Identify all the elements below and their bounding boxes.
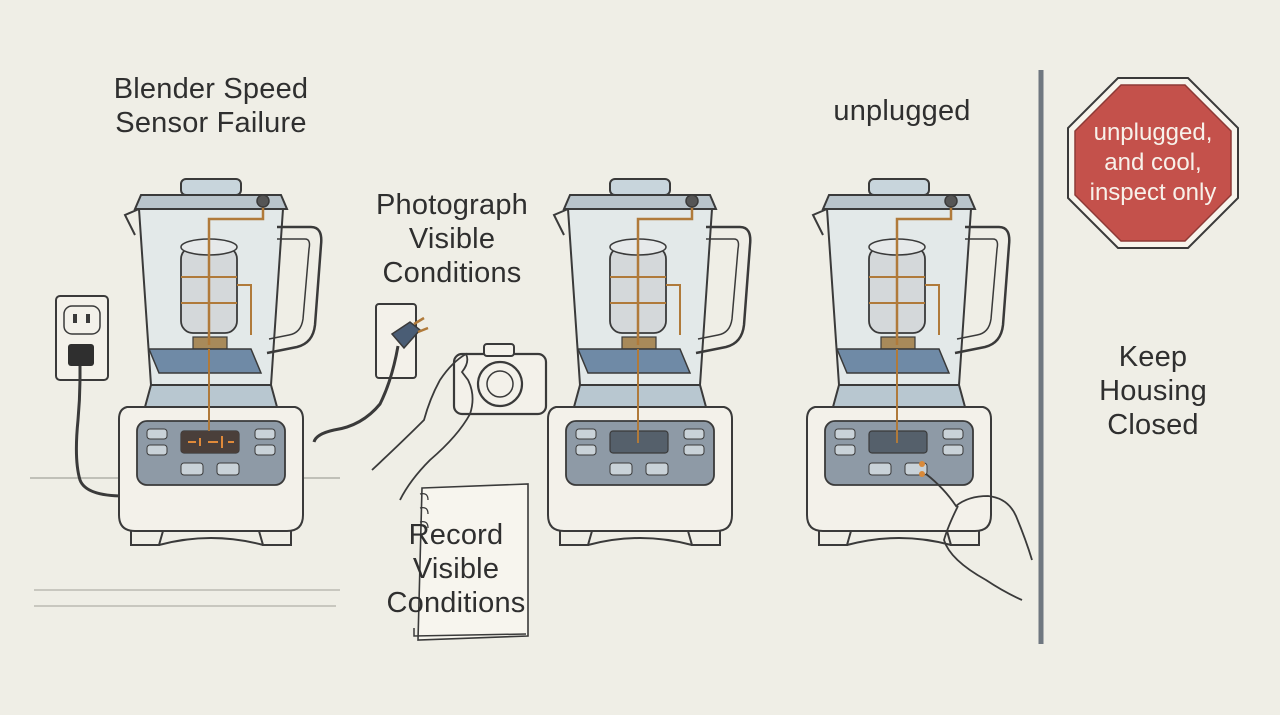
stop-line-3: inspect only (1089, 179, 1217, 206)
photograph-line-1: Photograph (376, 189, 528, 221)
speed-display-error-icon (181, 431, 239, 453)
stop-line-1: unplugged, (1093, 119, 1213, 146)
camera-icon (452, 343, 548, 416)
step-photograph-label: Photograph Visible Conditions (362, 188, 542, 290)
title-line-1: Blender Speed (113, 73, 309, 105)
keep-line-2: Housing (1099, 375, 1207, 407)
hand-icon (371, 352, 474, 501)
keep-line-1: Keep (1118, 341, 1188, 373)
record-line-3: Conditions (386, 587, 526, 619)
indicator-lights-icon (919, 461, 925, 477)
title-line-2: Sensor Failure (115, 107, 307, 139)
photograph-line-3: Conditions (382, 257, 522, 289)
blender-unplugged (805, 177, 1011, 547)
blender-photographed (546, 177, 752, 547)
record-line-2: Visible (412, 553, 500, 585)
unplugged-text: unplugged (833, 95, 971, 127)
record-line-1: Record (408, 519, 504, 551)
keep-housing-closed-label: Keep Housing Closed (1080, 340, 1226, 442)
keep-line-3: Closed (1107, 409, 1199, 441)
step-record-label: Record Visible Conditions (376, 518, 536, 620)
stop-sign-text: unplugged, and cool, inspect only (1078, 118, 1228, 208)
diagram-title: Blender Speed Sensor Failure (100, 72, 322, 140)
photograph-line-2: Visible (408, 223, 496, 255)
stop-sign-icon (1067, 77, 1239, 249)
notebook-icon (413, 483, 529, 641)
stop-line-2: and cool, (1104, 149, 1202, 176)
pointing-hand-icon (925, 473, 1033, 601)
unplugged-plug-icon (312, 303, 429, 443)
step-unplugged-label: unplugged (812, 94, 992, 128)
wall-outlet-icon (55, 295, 125, 498)
blender-with-sensor-failure (117, 177, 323, 547)
